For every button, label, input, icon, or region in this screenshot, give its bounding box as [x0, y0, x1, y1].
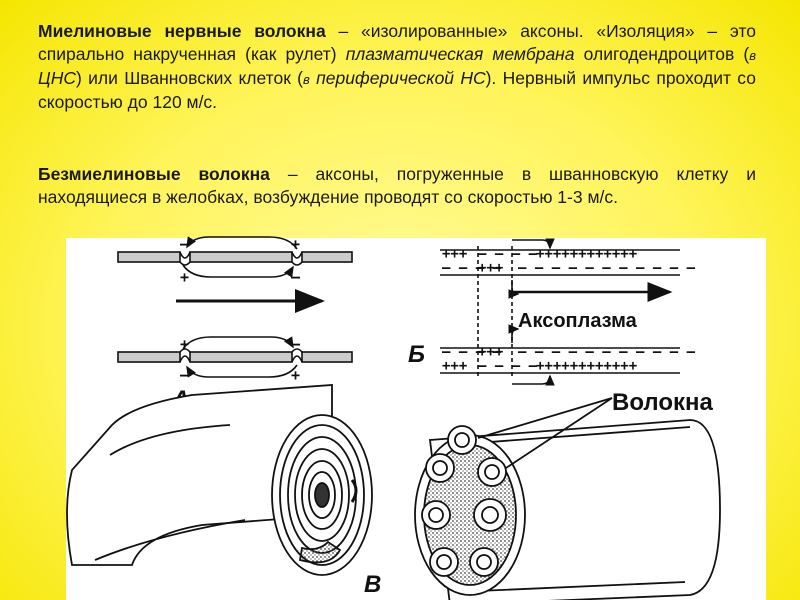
axoplasm-label: Аксоплазма	[518, 310, 638, 332]
svg-text:+++: +++	[478, 260, 503, 276]
svg-text:+: +	[180, 335, 189, 353]
diagram-b	[440, 238, 680, 386]
svg-text:++++++++++++: ++++++++++++	[536, 358, 637, 374]
text-segment: олигодендроцитов (	[574, 44, 750, 64]
italic-membrane: плазматическая мембрана	[345, 44, 575, 64]
svg-text:–: –	[291, 268, 301, 286]
svg-text:– – – –: – – – –	[442, 260, 502, 276]
svg-text:– – – –: – – – –	[478, 358, 538, 374]
svg-text:+++: +++	[478, 344, 503, 360]
svg-text:–: –	[291, 335, 301, 353]
myelin-roll-illustration	[66, 384, 373, 576]
term-myelinated: Миелиновые нервные волокна	[38, 21, 326, 41]
svg-text:– – – –: – – – –	[442, 344, 502, 360]
diagram-a	[117, 236, 353, 378]
text-segment: ). Нервный импульс проходит со скоростью…	[38, 68, 756, 112]
text-segment: ) или Шванновских клеток (	[76, 68, 304, 88]
svg-text:+: +	[180, 268, 189, 286]
svg-text:–: –	[180, 366, 190, 384]
svg-text:++++++++++++: ++++++++++++	[536, 246, 637, 262]
paragraph-myelinated: Миелиновые нервные волокна – «изолирован…	[38, 20, 756, 114]
small-in: в	[303, 72, 310, 87]
label-b: Б	[408, 341, 425, 368]
svg-text:– – – –: – – – –	[478, 246, 538, 262]
svg-text:+++: +++	[442, 246, 467, 262]
svg-text:+: +	[291, 235, 300, 253]
unmyelinated-bundle-illustration	[414, 397, 721, 600]
svg-text:– – – – – – – – – – –: – – – – – – – – – – –	[518, 344, 696, 360]
svg-text:+++: +++	[442, 358, 467, 374]
text-segment: «изолированные» аксоны. «Изоляция» – это…	[38, 21, 757, 64]
svg-text:– – – – – – – – – – –: – – – – – – – – – – –	[518, 260, 696, 276]
small-in: в	[749, 48, 756, 63]
paragraph-unmyelinated: Безмиелиновые волокна – аксоны, погружен…	[38, 163, 756, 209]
svg-text:–: –	[180, 235, 190, 253]
diagram-b-charges: +++– – – –++++++++++++ – – – –+++– – – –…	[442, 246, 696, 374]
diagram-a-charges: – + + – + – – +	[180, 235, 301, 384]
italic-pns: периферической НС	[309, 68, 486, 88]
svg-text:+: +	[291, 366, 300, 384]
text-segment: – аксоны, погруженные в шванновскую клет…	[38, 164, 756, 207]
dash: –	[325, 21, 362, 41]
italic-cns: ЦНС	[38, 68, 76, 88]
fibers-label: Волокна	[612, 389, 713, 416]
term-unmyelinated: Безмиелиновые волокна	[38, 164, 270, 184]
label-c: В	[364, 571, 381, 598]
